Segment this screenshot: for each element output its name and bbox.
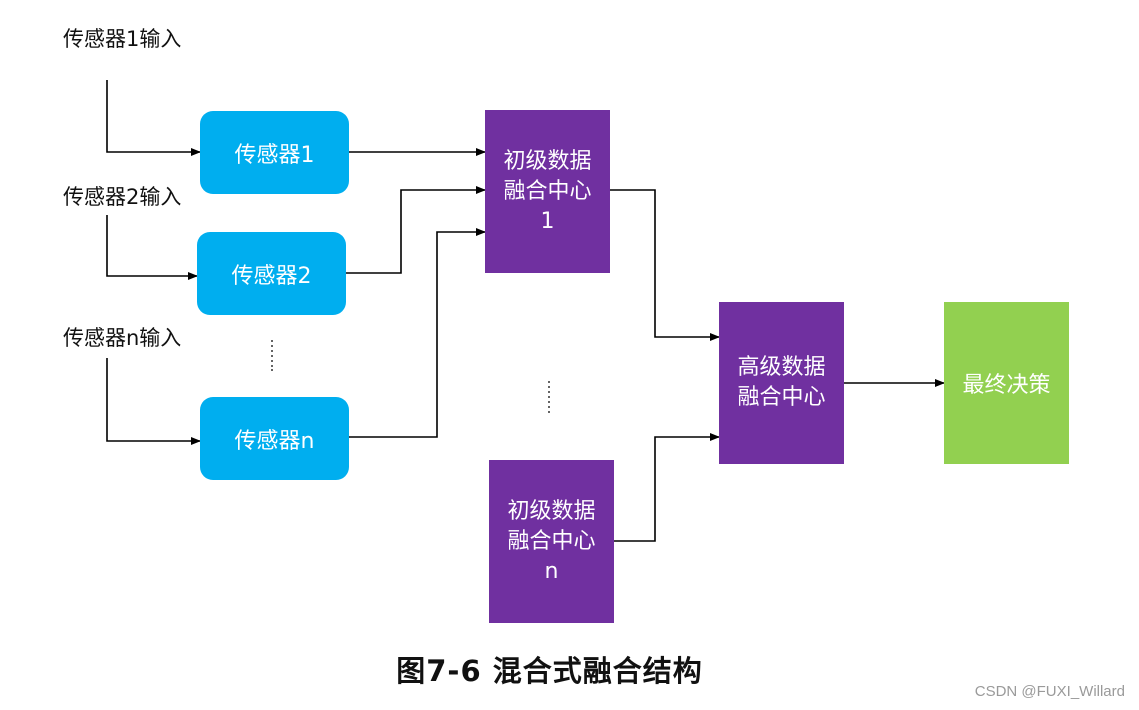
input-label-2: 传感器2输入: [63, 185, 182, 209]
sensor-node-n-label: 传感器n: [234, 428, 315, 454]
primary-fusion-center-n: 初级数据 融合中心 n: [489, 460, 614, 623]
primary-center-n-line2: 融合中心: [507, 528, 596, 554]
connector-center1-advanced: [610, 189, 720, 341]
primary-center-n-line1: 初级数据: [507, 498, 596, 524]
sensor-node-1-label: 传感器1: [234, 142, 315, 168]
connector-input1-sensor1: [106, 80, 201, 156]
sensor-ellipsis-dots: [271, 340, 273, 371]
sensor-node-1: 传感器1: [200, 111, 349, 194]
sensor-node-2: 传感器2: [197, 232, 346, 315]
connector-input2-sensor2: [106, 215, 198, 280]
primary-center-1-line2: 融合中心: [503, 178, 592, 204]
connector-sensorn-center1: [349, 228, 486, 438]
final-decision-label: 最终决策: [962, 373, 1051, 398]
connector-sensor2-center1: [346, 186, 486, 274]
advanced-fusion-center: 高级数据 融合中心: [719, 302, 844, 464]
input-label-n: 传感器n输入: [63, 326, 182, 350]
primary-center-n-line3: n: [544, 558, 559, 584]
advanced-center-line2: 融合中心: [737, 385, 826, 410]
primary-center-1-line3: 1: [540, 208, 555, 234]
center-ellipsis-dots: [548, 381, 550, 413]
final-decision-node: 最终决策: [944, 302, 1069, 464]
primary-fusion-center-1: 初级数据 融合中心 1: [485, 110, 610, 273]
input-label-1: 传感器1输入: [63, 27, 182, 51]
sensor-node-2-label: 传感器2: [231, 263, 312, 289]
watermark: CSDN @FUXI_Willard: [974, 683, 1125, 700]
connector-centern-advanced: [614, 433, 720, 542]
primary-center-1-line1: 初级数据: [503, 148, 592, 174]
connector-inputn-sensorn: [106, 358, 201, 445]
sensor-node-n: 传感器n: [200, 397, 349, 480]
advanced-center-line1: 高级数据: [737, 355, 826, 380]
figure-caption: 图7-6 混合式融合结构: [396, 654, 703, 688]
